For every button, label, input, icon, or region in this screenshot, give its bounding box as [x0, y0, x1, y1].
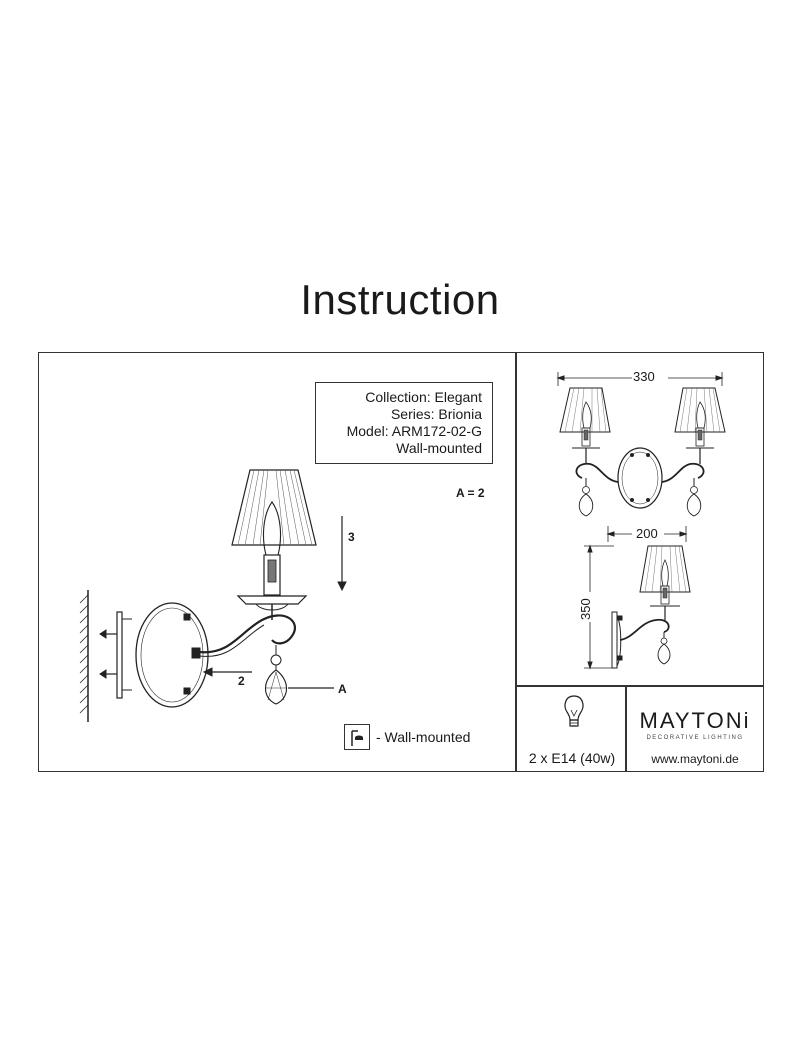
- model-text: Model: ARM172-02-G: [346, 423, 482, 439]
- label-2: 2: [238, 674, 245, 688]
- mounting-text: Wall-mounted: [396, 440, 482, 456]
- label-3: 3: [348, 530, 355, 544]
- quantity-note: A = 2: [456, 486, 485, 500]
- label-a: A: [338, 682, 347, 696]
- brand-name: MAYTONi: [639, 708, 751, 733]
- product-info-box: Collection: Elegant Series: Brionia Mode…: [315, 382, 493, 464]
- footer-divider: [625, 685, 627, 772]
- series-text: Series: Brionia: [390, 406, 482, 422]
- light-bulb-icon: [564, 695, 584, 727]
- dimension-width-side: 200: [636, 526, 658, 541]
- instruction-frame: [38, 352, 764, 772]
- frame-divider-vertical: [515, 352, 517, 772]
- dimension-height-side: 350: [578, 598, 593, 620]
- bulb-spec: 2 x E14 (40w): [528, 750, 616, 766]
- brand-logo: MAYTONi DECORATIVE LIGHTING: [626, 708, 764, 741]
- page-title: Instruction: [300, 276, 500, 323]
- wall-mount-icon: [344, 724, 370, 750]
- mounting-legend: - Wall-mounted: [344, 722, 470, 752]
- collection-text: Collection: Elegant: [365, 389, 482, 405]
- dimension-width-top: 330: [633, 369, 655, 384]
- frame-divider-horizontal: [515, 685, 764, 687]
- brand-website: www.maytoni.de: [651, 752, 739, 766]
- legend-text: - Wall-mounted: [376, 729, 471, 745]
- brand-tagline: DECORATIVE LIGHTING: [646, 735, 744, 741]
